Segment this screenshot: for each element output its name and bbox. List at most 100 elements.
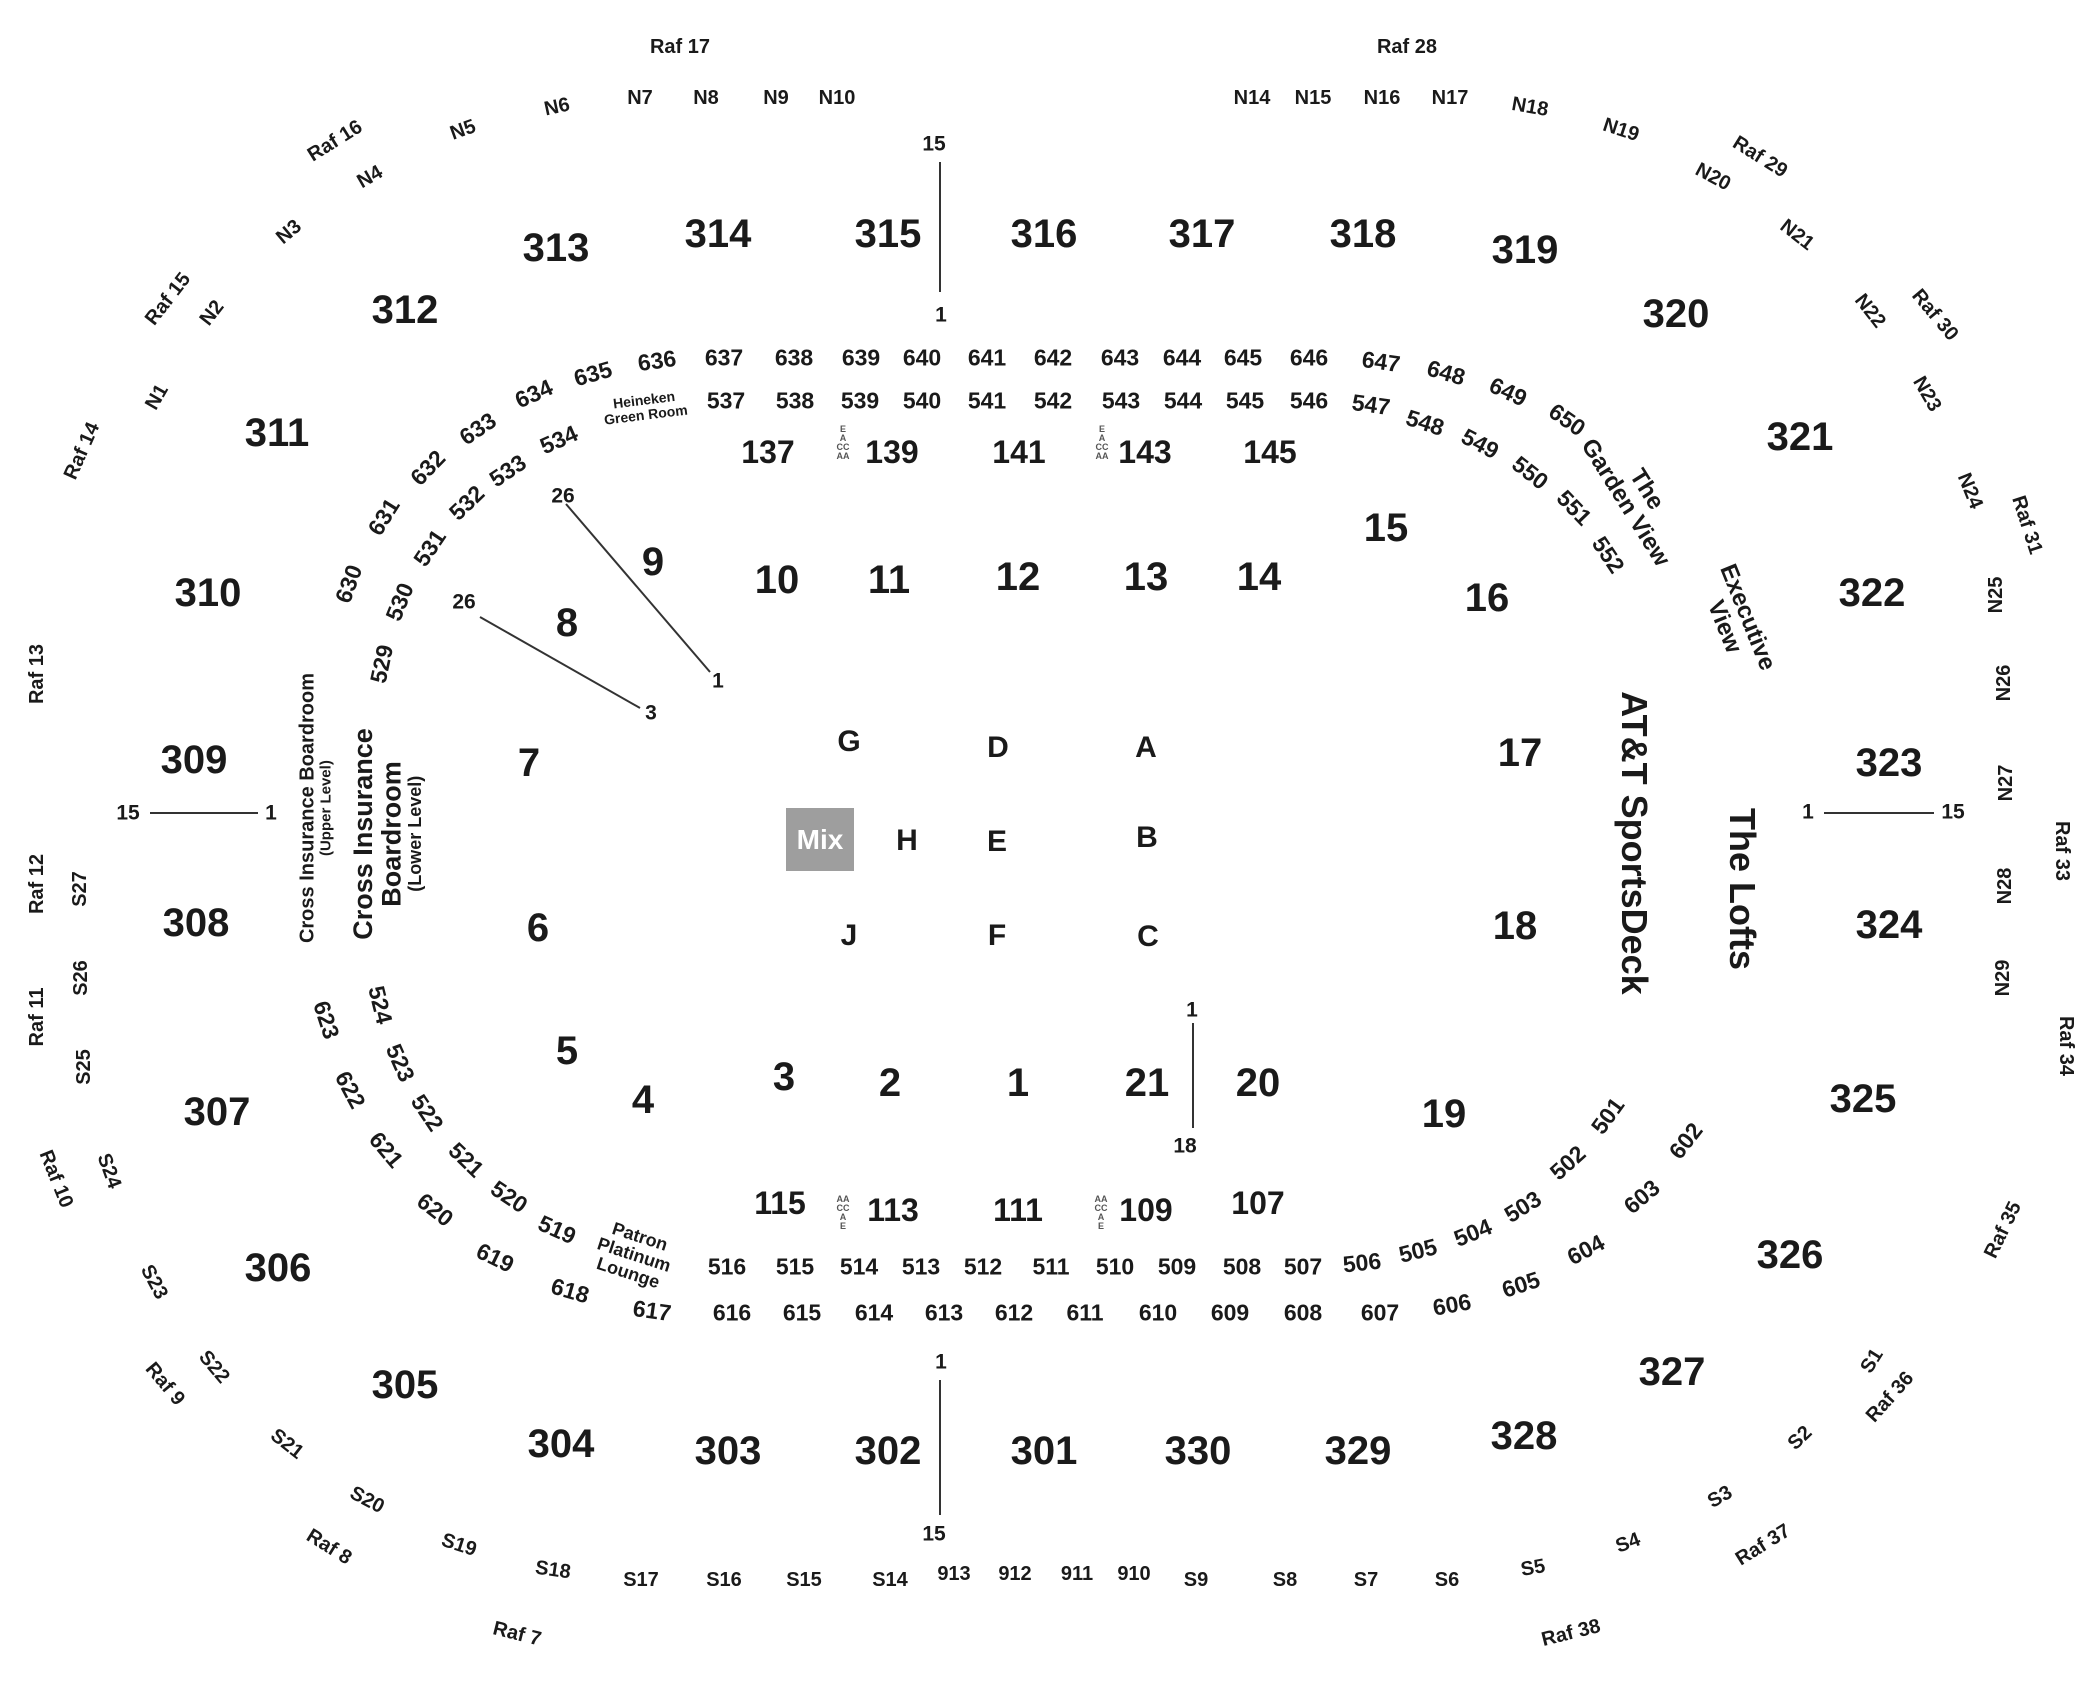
floor-E[interactable]: E xyxy=(986,825,1008,858)
section-317[interactable]: 317 xyxy=(1168,212,1236,256)
box-S6[interactable]: S6 xyxy=(1434,1569,1460,1591)
rafter-33[interactable]: Raf 33 xyxy=(2051,820,2073,882)
section-610[interactable]: 610 xyxy=(1138,1299,1178,1326)
section-516[interactable]: 516 xyxy=(707,1253,747,1280)
section-514[interactable]: 514 xyxy=(839,1253,879,1280)
section-19[interactable]: 19 xyxy=(1421,1092,1467,1136)
section-5[interactable]: 5 xyxy=(555,1029,579,1073)
section-109[interactable]: 109 xyxy=(1119,1192,1173,1228)
box-N9[interactable]: N9 xyxy=(763,87,789,109)
section-639[interactable]: 639 xyxy=(841,344,881,371)
box-N10[interactable]: N10 xyxy=(818,87,856,109)
section-326[interactable]: 326 xyxy=(1756,1233,1824,1277)
box-N25[interactable]: N25 xyxy=(1985,576,2007,614)
section-546[interactable]: 546 xyxy=(1289,387,1329,414)
box-S16[interactable]: S16 xyxy=(706,1569,742,1591)
section-320[interactable]: 320 xyxy=(1642,292,1710,336)
section-330[interactable]: 330 xyxy=(1164,1429,1232,1473)
section-327[interactable]: 327 xyxy=(1638,1350,1706,1394)
box-S18[interactable]: S18 xyxy=(533,1556,573,1584)
section-315[interactable]: 315 xyxy=(854,212,922,256)
floor-H[interactable]: H xyxy=(896,824,918,857)
box-S27[interactable]: S27 xyxy=(69,871,91,907)
section-14[interactable]: 14 xyxy=(1236,555,1282,599)
section-304[interactable]: 304 xyxy=(527,1422,595,1466)
section-537[interactable]: 537 xyxy=(706,387,746,414)
section-145[interactable]: 145 xyxy=(1243,434,1297,470)
section-137[interactable]: 137 xyxy=(741,434,795,470)
section-303[interactable]: 303 xyxy=(694,1429,762,1473)
section-20[interactable]: 20 xyxy=(1235,1061,1281,1105)
box-N7[interactable]: N7 xyxy=(627,87,653,109)
rafter-12[interactable]: Raf 12 xyxy=(26,853,48,915)
section-324[interactable]: 324 xyxy=(1855,903,1923,947)
section-113[interactable]: 113 xyxy=(867,1192,919,1228)
box-S15[interactable]: S15 xyxy=(786,1569,822,1591)
section-21[interactable]: 21 xyxy=(1124,1061,1170,1105)
box-N6[interactable]: N6 xyxy=(542,93,572,121)
section-542[interactable]: 542 xyxy=(1033,387,1073,414)
section-613[interactable]: 613 xyxy=(924,1299,964,1326)
section-323[interactable]: 323 xyxy=(1855,741,1923,785)
section-647[interactable]: 647 xyxy=(1360,345,1402,378)
box-N8[interactable]: N8 xyxy=(693,87,719,109)
section-541[interactable]: 541 xyxy=(967,387,1007,414)
section-325[interactable]: 325 xyxy=(1829,1077,1897,1121)
section-646[interactable]: 646 xyxy=(1289,344,1329,371)
section-643[interactable]: 643 xyxy=(1100,344,1140,371)
section-543[interactable]: 543 xyxy=(1101,387,1141,414)
section-319[interactable]: 319 xyxy=(1491,228,1559,272)
section-308[interactable]: 308 xyxy=(162,901,230,945)
section-638[interactable]: 638 xyxy=(774,344,814,371)
section-306[interactable]: 306 xyxy=(244,1246,312,1290)
section-316[interactable]: 316 xyxy=(1010,212,1078,256)
box-S26[interactable]: S26 xyxy=(70,960,92,996)
section-614[interactable]: 614 xyxy=(854,1299,894,1326)
section-12[interactable]: 12 xyxy=(995,555,1041,599)
section-312[interactable]: 312 xyxy=(371,288,439,332)
floor-F[interactable]: F xyxy=(987,919,1007,952)
box-S9[interactable]: S9 xyxy=(1183,1569,1209,1591)
section-111[interactable]: 111 xyxy=(993,1192,1043,1228)
section-107[interactable]: 107 xyxy=(1231,1185,1285,1221)
section-9[interactable]: 9 xyxy=(641,540,665,584)
section-15[interactable]: 15 xyxy=(1363,506,1409,550)
box-S5[interactable]: S5 xyxy=(1519,1555,1547,1581)
section-16[interactable]: 16 xyxy=(1464,576,1510,620)
section-611[interactable]: 611 xyxy=(1066,1299,1104,1326)
section-321[interactable]: 321 xyxy=(1766,415,1834,459)
venue-the-lofts[interactable]: The Lofts xyxy=(1722,808,1763,970)
section-509[interactable]: 509 xyxy=(1157,1253,1197,1280)
section-512[interactable]: 512 xyxy=(963,1253,1003,1280)
section-640[interactable]: 640 xyxy=(902,344,942,371)
section-544[interactable]: 544 xyxy=(1163,387,1203,414)
section-507[interactable]: 507 xyxy=(1283,1253,1323,1280)
box-S7[interactable]: S7 xyxy=(1353,1569,1379,1591)
section-8[interactable]: 8 xyxy=(555,601,579,645)
section-6[interactable]: 6 xyxy=(526,906,550,950)
section-1[interactable]: 1 xyxy=(1006,1061,1030,1105)
section-511[interactable]: 511 xyxy=(1032,1253,1070,1280)
section-311[interactable]: 311 xyxy=(244,411,310,455)
section-18[interactable]: 18 xyxy=(1492,904,1538,948)
section-309[interactable]: 309 xyxy=(160,738,228,782)
section-513[interactable]: 513 xyxy=(901,1253,941,1280)
venue-cross-insurance-lower[interactable]: Cross Insurance Boardroom (Lower Level) xyxy=(348,728,425,940)
section-322[interactable]: 322 xyxy=(1838,571,1906,615)
box-N26[interactable]: N26 xyxy=(1993,664,2015,702)
box-S8[interactable]: S8 xyxy=(1272,1569,1298,1591)
section-139[interactable]: 139 xyxy=(865,434,919,470)
section-540[interactable]: 540 xyxy=(902,387,942,414)
section-11[interactable]: 11 xyxy=(867,558,911,602)
section-641[interactable]: 641 xyxy=(967,344,1007,371)
section-2[interactable]: 2 xyxy=(878,1061,902,1105)
section-310[interactable]: 310 xyxy=(174,571,242,615)
rafter-17[interactable]: Raf 17 xyxy=(649,36,711,58)
rafter-28[interactable]: Raf 28 xyxy=(1376,36,1438,58)
floor-D[interactable]: D xyxy=(987,731,1009,764)
section-547[interactable]: 547 xyxy=(1350,388,1392,421)
box-N27[interactable]: N27 xyxy=(1995,764,2017,802)
section-911[interactable]: 911 xyxy=(1060,1563,1094,1585)
section-608[interactable]: 608 xyxy=(1283,1299,1323,1326)
box-N15[interactable]: N15 xyxy=(1294,87,1332,109)
